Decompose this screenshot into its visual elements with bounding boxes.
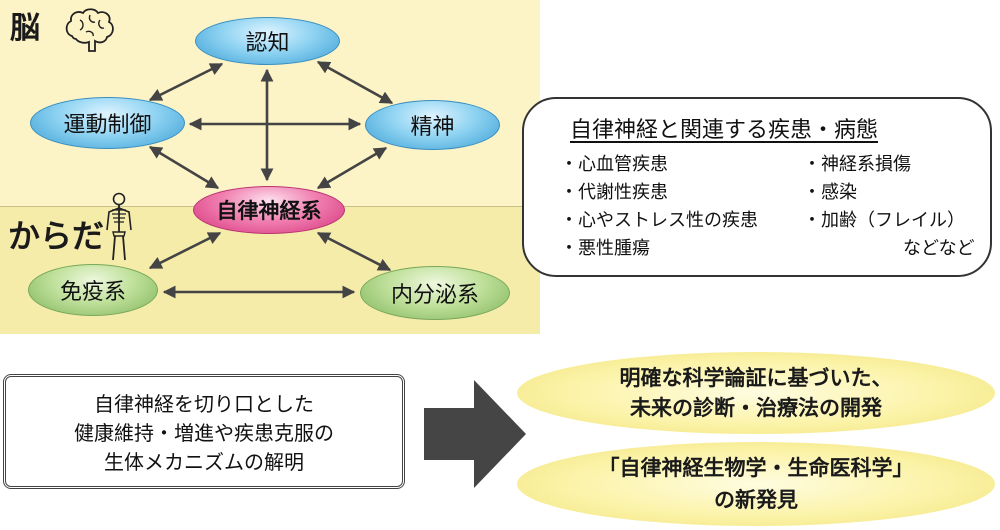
disease-box [522, 97, 992, 277]
goal-line: 自律神経を切り口とした [94, 392, 314, 416]
disease-item: ・神経系損傷 [803, 154, 911, 175]
outcome-diagnosis [517, 352, 995, 434]
outcome-text: 明確な科学論証に基づいた、 [619, 366, 893, 390]
body-label: からだ [8, 217, 105, 255]
goal-line: 生体メカニズムの解明 [104, 450, 304, 474]
disease-item: ・心血管疾患 [560, 154, 668, 175]
disease-item: ・代謝性疾患 [560, 182, 668, 203]
disease-item: ・心やストレス性の疾患 [560, 210, 758, 231]
disease-item: ・悪性腫瘍 [560, 238, 650, 259]
node-autonomic-nervous-system: 自律神経系 [193, 186, 345, 234]
outcome-text: の新発見 [714, 488, 798, 512]
disease-item: ・加齢（フレイル） [803, 210, 965, 231]
node-spirit: 精神 [365, 100, 500, 150]
node-immune-system: 免疫系 [28, 264, 158, 316]
brain-label: 脳 [10, 11, 40, 46]
node-motor-control: 運動制御 [30, 97, 185, 149]
arrow-ans-endocrine [316, 231, 392, 272]
brain-icon [65, 8, 114, 52]
disease-etc: などなど [903, 238, 975, 259]
right-arrow-icon [424, 380, 526, 488]
arrow-ans-immune [148, 231, 222, 270]
disease-item: ・感染 [803, 182, 857, 203]
outcome-text: 「自律神経生物学・生命医科学」 [598, 456, 914, 480]
arrow-motor-ans [148, 145, 220, 190]
arrow-cognition-motor [148, 62, 224, 102]
goal-box [3, 374, 405, 489]
relation-arrows [148, 60, 394, 299]
goal-line: 健康維持・増進や疾患克服の [74, 421, 334, 445]
disease-title: 自律神経と関連する疾患・病態 [570, 118, 879, 143]
arrow-cognition-spirit [316, 60, 394, 105]
skeleton-icon [106, 192, 132, 261]
node-cognition: 認知 [195, 17, 340, 65]
outcome-text: 未来の診断・治療法の開発 [630, 396, 882, 420]
node-endocrine-system: 内分泌系 [360, 266, 510, 320]
arrow-spirit-ans [316, 146, 388, 190]
outcome-discovery [517, 442, 995, 526]
